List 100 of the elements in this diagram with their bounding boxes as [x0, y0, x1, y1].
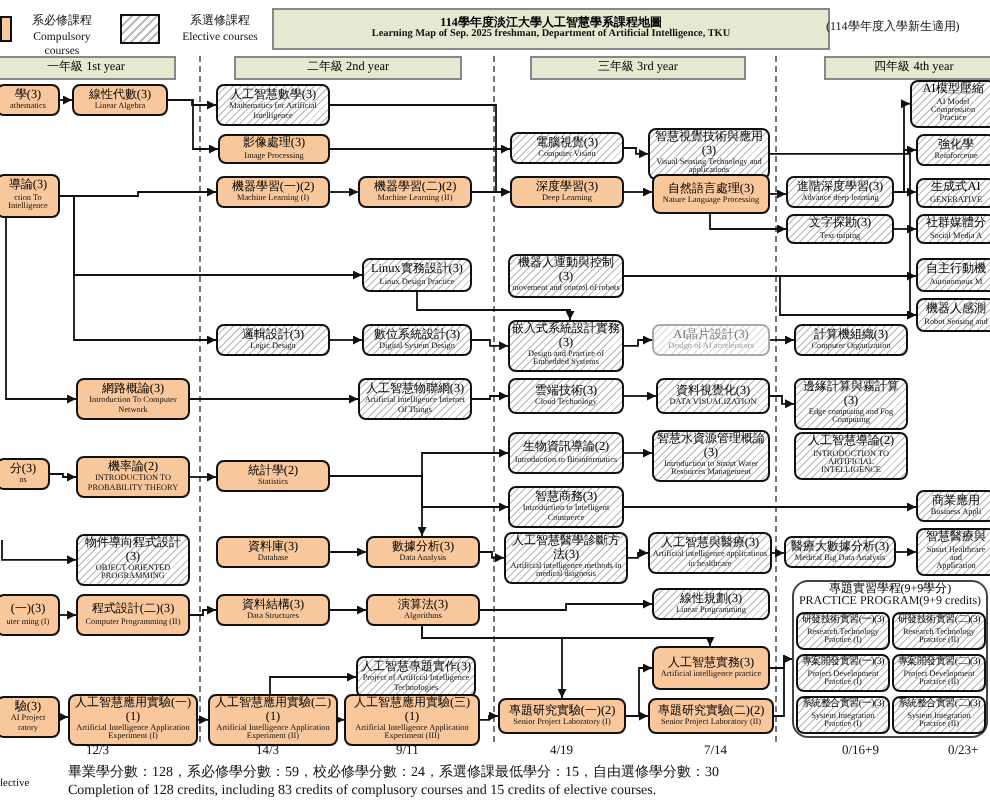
connector-arrow — [189, 394, 359, 404]
elective-course-box — [508, 378, 624, 414]
compulsory-course-box — [0, 174, 60, 218]
compulsory-course-box — [0, 84, 60, 116]
elective-course-box — [652, 588, 770, 620]
elective-course-box — [508, 254, 624, 298]
connector-arrow — [329, 475, 427, 537]
connector-arrow — [623, 448, 653, 458]
elective-course-box — [916, 258, 990, 292]
elective-course-box — [916, 528, 990, 576]
connector-arrow — [329, 605, 367, 615]
compulsory-course-box — [72, 84, 168, 116]
compulsory-course-box — [510, 176, 624, 208]
connector-arrow — [189, 605, 217, 616]
elective-course-box — [504, 532, 628, 584]
program-panel — [792, 580, 988, 738]
elective-course-box — [784, 536, 896, 568]
connector-arrow — [479, 551, 505, 563]
connector-arrow — [59, 195, 217, 345]
compulsory-course-box — [652, 646, 770, 690]
connector-arrow — [59, 610, 77, 620]
connector-arrow — [627, 548, 649, 559]
connector-arrow — [416, 291, 575, 321]
connector-arrow — [625, 711, 649, 721]
connector-arrow — [471, 187, 511, 197]
elective-course-box — [216, 84, 330, 126]
connector-arrow — [769, 335, 795, 345]
connector-arrow — [771, 548, 785, 558]
connector-arrow — [329, 547, 367, 557]
elective-course-box — [652, 430, 770, 482]
year-band — [824, 56, 990, 80]
connector-arrow — [189, 472, 217, 482]
elective-course-box — [796, 612, 890, 650]
elective-course-box — [786, 176, 894, 208]
connector-arrow — [5, 217, 77, 404]
compulsory-course-box — [216, 176, 330, 208]
connector-arrow — [335, 715, 345, 725]
elective-course-box — [216, 324, 330, 356]
elective-course-box — [916, 298, 990, 332]
elective-course-box — [508, 486, 624, 528]
connector-arrow — [479, 599, 653, 611]
connector-arrow — [769, 189, 787, 199]
compulsory-course-box — [216, 536, 330, 568]
connector-arrow — [471, 339, 509, 351]
elective-course-box — [356, 656, 476, 698]
elective-course-box — [892, 612, 986, 650]
connector-arrow — [623, 187, 653, 197]
connector-arrow — [773, 654, 793, 717]
connector-arrow — [479, 711, 499, 721]
connector-arrow — [623, 335, 653, 347]
title-banner — [272, 8, 830, 50]
elective-course-box — [362, 324, 472, 356]
connector-arrow — [329, 335, 363, 345]
connector-arrow — [623, 391, 657, 401]
connector-arrow — [197, 715, 209, 725]
elective-course-box — [510, 132, 624, 164]
connector-arrow — [59, 712, 69, 722]
elective-course-box — [794, 432, 908, 480]
elective-course-box — [648, 128, 770, 180]
compulsory-course-box — [216, 594, 330, 626]
compulsory-course-box — [0, 696, 60, 738]
compulsory-course-box — [0, 458, 50, 490]
compulsory-course-box — [0, 594, 60, 636]
elective-course-box — [910, 80, 990, 128]
elective-course-box — [916, 134, 990, 166]
elective-course-box — [796, 696, 890, 734]
compulsory-course-box — [216, 460, 330, 492]
compulsory-course-box — [208, 694, 338, 746]
elective-course-box — [652, 324, 770, 356]
compulsory-course-box — [76, 378, 190, 420]
connector-arrow — [769, 395, 795, 409]
elective-course-box — [794, 378, 908, 430]
year-band — [530, 56, 746, 80]
compulsory-course-box — [358, 176, 472, 208]
connector-arrow — [329, 187, 359, 197]
connector-arrow — [329, 144, 511, 154]
compulsory-course-box — [648, 698, 774, 734]
year-band — [0, 56, 176, 80]
elective-course-box — [508, 432, 624, 474]
compulsory-course-box — [76, 456, 190, 498]
elective-course-box — [892, 654, 986, 692]
elective-course-box — [508, 320, 624, 372]
connector-arrow — [421, 625, 715, 647]
compulsory-course-box — [498, 698, 626, 734]
compulsory-course-box — [218, 134, 330, 164]
elective-course-box — [786, 214, 894, 244]
connector-arrow — [49, 472, 77, 482]
compulsory-course-box — [76, 594, 190, 636]
elective-course-box — [656, 378, 770, 414]
compulsory-course-box — [366, 594, 480, 626]
connector-arrow — [709, 213, 787, 234]
connector-arrow — [471, 391, 509, 401]
elective-course-box — [892, 696, 986, 734]
elective-course-box — [916, 490, 990, 522]
connector-arrow — [167, 99, 219, 154]
elective-course-box — [796, 654, 890, 692]
connector-arrow — [623, 147, 649, 159]
compulsory-course-box — [68, 694, 198, 746]
elective-course-box — [916, 214, 990, 244]
elective-course-box — [916, 178, 990, 208]
